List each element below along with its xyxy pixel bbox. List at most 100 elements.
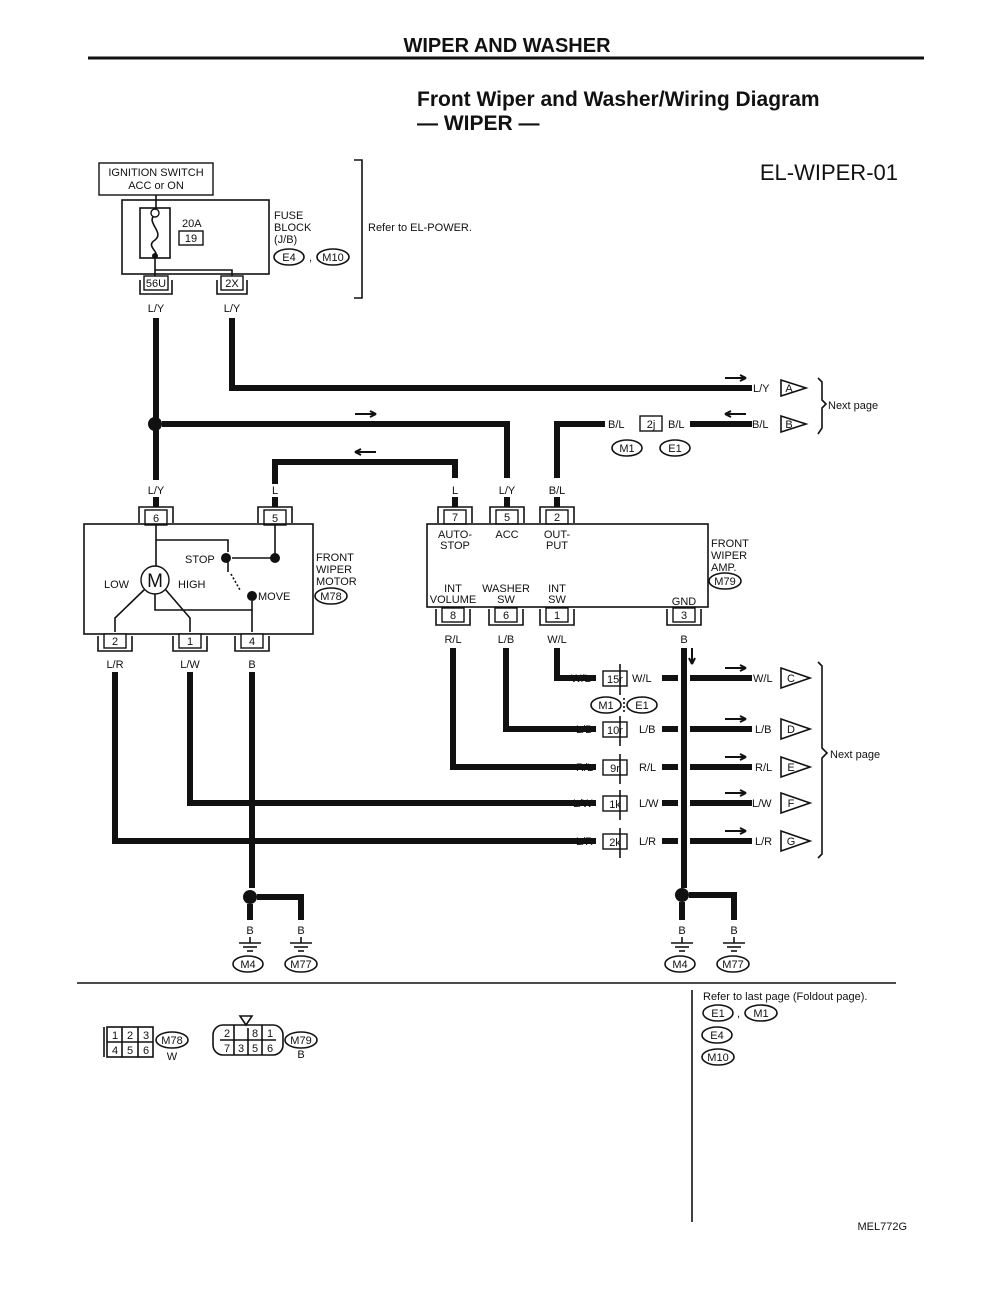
motor-pin-5-label: 5 <box>272 513 278 525</box>
flow-arrow-3 <box>725 374 747 382</box>
connector-face-m78: 1 2 3 4 5 6 M78 W <box>103 1026 189 1063</box>
ground-left-wire-1: B <box>246 925 253 937</box>
next-page-label-bottom: Next page <box>830 749 880 761</box>
m78-pin-2: 2 <box>127 1030 133 1042</box>
amp-label-gnd: GND <box>672 596 697 608</box>
fuse-block-label-3: (J/B) <box>274 234 297 246</box>
figure-code: MEL772G <box>857 1221 907 1233</box>
tag-f-letter: F <box>788 798 795 810</box>
stop-contact <box>221 553 231 563</box>
m79-pin-2: 2 <box>224 1028 230 1040</box>
flow-arrow-1 <box>355 410 377 418</box>
ground-splice-right <box>675 888 689 902</box>
connector-9r-label: 9r <box>610 763 620 775</box>
fuse-conn-e4: E4 <box>282 252 295 264</box>
conn-m1-lower: M1 <box>598 700 613 712</box>
m79-pin-8: 8 <box>252 1028 258 1040</box>
amp-pin-1-label: 1 <box>554 610 560 622</box>
connector-10r: L/B 10r L/B <box>576 716 656 746</box>
conn-e1-lower: E1 <box>635 700 648 712</box>
amp-pin-3 <box>672 607 696 623</box>
next-page-tag-g: L/R G <box>755 829 813 853</box>
connector-2k: L/R 2k L/R <box>576 828 656 858</box>
fuse-conn-m10-badge <box>316 248 350 266</box>
terminal-2x <box>220 275 244 291</box>
fuse-conn-m10: M10 <box>322 252 343 264</box>
ground-symbol-right-1 <box>671 937 693 952</box>
motor-label-high: HIGH <box>178 579 206 591</box>
amp-wire-label-l: L <box>452 485 458 497</box>
tag-c-wire: W/L <box>753 673 773 685</box>
ground-left-conn-m77: M77 <box>290 959 311 971</box>
motor-wire-label-l: L <box>272 485 278 497</box>
splice-junction-ly <box>148 417 162 431</box>
m78-pin-5: 5 <box>127 1045 133 1057</box>
motor-name-1: FRONT <box>316 552 354 564</box>
motor-pin-4 <box>240 633 264 649</box>
wire-label-wl-right: W/L <box>632 673 652 685</box>
connector-10r-label: 10r <box>607 725 623 737</box>
m78-pin-6: 6 <box>143 1045 149 1057</box>
fuse-symbol <box>150 214 159 257</box>
motor-connector-m78: M78 <box>320 591 341 603</box>
tag-a-letter: A <box>785 383 793 395</box>
motor-pin-6-label: 6 <box>153 513 159 525</box>
motor-pin-1 <box>178 633 202 649</box>
amp-label-auto: AUTO- <box>438 529 472 541</box>
amp-wire-label-b: B <box>680 634 687 646</box>
ground-right-conn-m4: M4 <box>672 959 687 971</box>
amp-name-1: FRONT <box>711 538 749 550</box>
amp-connector-m79: M79 <box>714 576 735 588</box>
flow-arrow-4 <box>724 410 746 418</box>
ground-splice-left <box>243 890 257 904</box>
fuse-number: 19 <box>185 233 197 245</box>
ground-right-conn-m77: M77 <box>722 959 743 971</box>
m78-pin-1: 1 <box>112 1030 118 1042</box>
next-page-bracket-bottom <box>817 661 829 859</box>
footer-refer-text: Refer to last page (Foldout page). <box>703 991 867 1003</box>
tag-e-letter: E <box>787 762 794 774</box>
fuse-block-label-2: BLOCK <box>274 222 312 234</box>
flow-arrow-2 <box>354 448 376 456</box>
m79-face-color: B <box>297 1049 304 1061</box>
fuse-block-box <box>121 199 270 275</box>
tag-d-wire: L/B <box>755 724 772 736</box>
connector-1k: L/W 1k L/W <box>573 790 659 820</box>
m79-pin-7: 7 <box>224 1043 230 1055</box>
ground-right-wire-1: B <box>678 925 685 937</box>
ground-symbol-right-2 <box>723 937 745 952</box>
wire-label-rl-left: R/L <box>576 762 593 774</box>
motor-wire-label-lr: L/R <box>106 659 123 671</box>
motor-pin-4-label: 4 <box>249 636 255 648</box>
ground-right-wire-2: B <box>730 925 737 937</box>
amp-wire-label-lb: L/B <box>498 634 515 646</box>
amp-label-int-vol-2: VOLUME <box>430 594 476 606</box>
connector-15r: W/L 15r W/L <box>571 664 652 695</box>
wire-label-wl-left: W/L <box>571 673 591 685</box>
motor-wire-label-lw: L/W <box>180 659 200 671</box>
conn-e1-upper: E1 <box>668 443 681 455</box>
amp-pin-7-label: 7 <box>452 512 458 524</box>
connector-1k-label: 1k <box>609 799 621 811</box>
amp-wire-label-ly: L/Y <box>499 485 516 497</box>
wire-label-lw-right: L/W <box>639 798 659 810</box>
tag-d-letter: D <box>787 724 795 736</box>
footer-conn-e4: E4 <box>710 1030 723 1042</box>
fuse-conn-separator: , <box>309 252 312 264</box>
amp-pin-8 <box>441 607 465 623</box>
amp-label-washer-sw: SW <box>497 594 515 606</box>
ground-symbol-left-1 <box>239 937 261 952</box>
flow-arrow-down <box>688 648 696 665</box>
tag-c-letter: C <box>787 673 795 685</box>
wire-label-ly-1: L/Y <box>148 303 165 315</box>
diagram-title: Front Wiper and Washer/Wiring Diagram <box>417 88 820 111</box>
next-page-tag-c: W/L C <box>753 666 813 690</box>
motor-name-3: MOTOR <box>316 576 357 588</box>
next-page-bracket-top <box>817 377 828 435</box>
wire-label-bl-2j-left: B/L <box>608 419 625 431</box>
diagram-code: EL-WIPER-01 <box>760 160 898 185</box>
m79-pin-5: 5 <box>252 1043 258 1055</box>
m79-pin-6: 6 <box>267 1043 273 1055</box>
fuse-number-box <box>178 230 204 246</box>
